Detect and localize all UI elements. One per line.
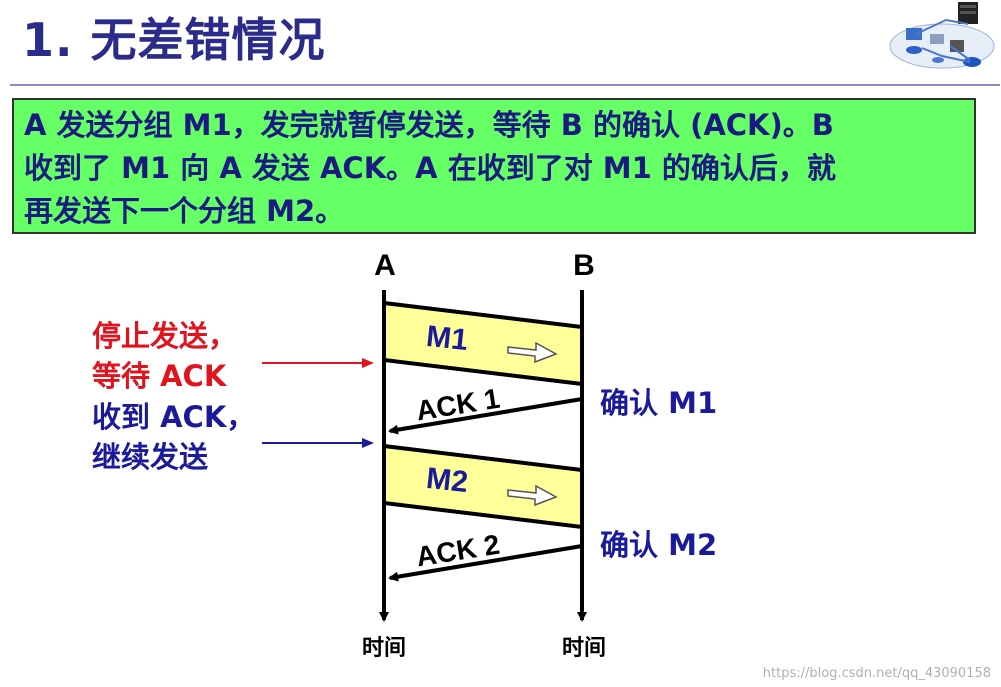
packet-m2-arrow-icon xyxy=(507,484,558,507)
confirm-m1-label: 确认 M1 xyxy=(600,386,718,420)
stop-label: 停止发送， 等待 ACK xyxy=(92,316,237,396)
stop-label-line: 停止发送， xyxy=(92,319,238,353)
packet-m2-shape xyxy=(382,443,584,530)
ack1-label: ACK 1 xyxy=(414,383,502,427)
watermark: https://blog.csdn.net/qq_43090158 xyxy=(762,666,991,681)
description-line: A 发送分组 M1，发完就暂停发送，等待 B 的确认 (ACK)。B xyxy=(24,108,834,142)
description-line: 收到了 M1 向 A 发送 ACK。A 在收到了对 M1 的确认后，就 xyxy=(24,151,836,185)
page-title: 1. 无差错情况 xyxy=(22,13,326,67)
ack1-arrow xyxy=(388,397,583,435)
time-b-label: 时间 xyxy=(562,636,606,661)
packet-m1-shape xyxy=(382,300,584,387)
resume-label: 收到 ACK， 继续发送 xyxy=(92,397,255,477)
network-icon xyxy=(889,2,995,69)
packet-m1-label: M1 xyxy=(425,320,470,357)
ack2-arrow xyxy=(388,544,583,582)
time-a-label: 时间 xyxy=(362,636,406,661)
title-divider xyxy=(10,84,1000,86)
stop-label-line: 等待 ACK xyxy=(92,359,227,393)
packet-m1-arrow-icon xyxy=(507,341,558,364)
node-b-label: B xyxy=(573,249,595,282)
ack2-label: ACK 2 xyxy=(414,529,502,573)
resume-label-line: 收到 ACK， xyxy=(92,400,256,434)
description-line: 再发送下一个分组 M2。 xyxy=(24,194,345,228)
confirm-m2-label: 确认 M2 xyxy=(600,528,718,562)
description-box: A 发送分组 M1，发完就暂停发送，等待 B 的确认 (ACK)。B 收到了 M… xyxy=(12,98,976,234)
resume-label-line: 继续发送 xyxy=(92,440,209,474)
node-a-label: A xyxy=(374,249,396,282)
packet-m2-label: M2 xyxy=(425,462,470,499)
